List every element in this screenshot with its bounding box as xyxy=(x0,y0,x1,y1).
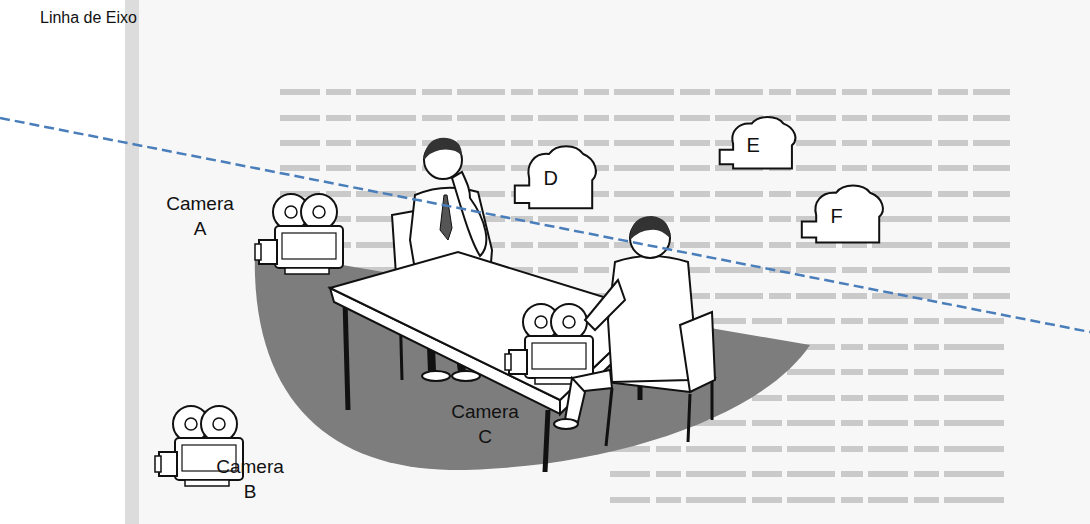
camera-silhouette: E xyxy=(718,112,802,170)
table xyxy=(330,252,652,400)
table xyxy=(545,410,548,472)
scanned-text-line xyxy=(610,471,1010,477)
floor-shading xyxy=(255,250,810,470)
scanned-text-line xyxy=(280,115,1010,121)
person-seated-front xyxy=(585,280,625,330)
camera-a-drawing xyxy=(255,194,343,274)
person-seated-front xyxy=(608,256,695,382)
camera-outline-path xyxy=(802,186,883,243)
camera-label: Camera B xyxy=(212,455,288,504)
axis-label: Linha de Eixo xyxy=(40,8,137,29)
camera-letter: F xyxy=(831,206,843,226)
person-seated-back xyxy=(424,138,462,160)
person-seated-front xyxy=(565,378,585,422)
scanned-page xyxy=(125,0,1090,524)
scanned-text-line xyxy=(280,89,1010,95)
person-seated-front xyxy=(630,216,670,240)
camera-label: Camera C xyxy=(447,400,523,449)
person-seated-back xyxy=(422,371,450,381)
scanned-text-line xyxy=(280,191,1010,197)
person-seated-front xyxy=(554,419,578,429)
camera-silhouette: F xyxy=(800,180,890,244)
chair-front xyxy=(688,394,690,442)
camera-c-drawing xyxy=(505,304,593,384)
person-seated-back xyxy=(440,195,452,240)
chair-backrest xyxy=(680,312,715,392)
table xyxy=(345,300,348,410)
camera-outline-path xyxy=(720,117,796,168)
scanned-text-line xyxy=(280,165,1010,171)
camera-outline-path xyxy=(515,146,596,208)
camera-silhouette: D xyxy=(513,140,603,210)
axis-line xyxy=(0,118,1090,332)
camera-outline xyxy=(718,112,802,170)
scanned-text-line xyxy=(280,140,1010,146)
scanned-text-line xyxy=(610,497,1010,503)
camera-letter: E xyxy=(747,135,760,155)
table xyxy=(330,252,652,472)
chair-front xyxy=(606,388,612,446)
scanned-text-line xyxy=(610,446,1010,452)
person-seated-back xyxy=(452,172,486,256)
camera-label: Camera A xyxy=(162,192,238,241)
camera-letter: D xyxy=(544,168,558,188)
person-seated-front xyxy=(554,216,715,429)
camera-outline xyxy=(800,180,890,244)
chair-front xyxy=(711,380,714,420)
page-edge-shadow xyxy=(125,0,139,524)
